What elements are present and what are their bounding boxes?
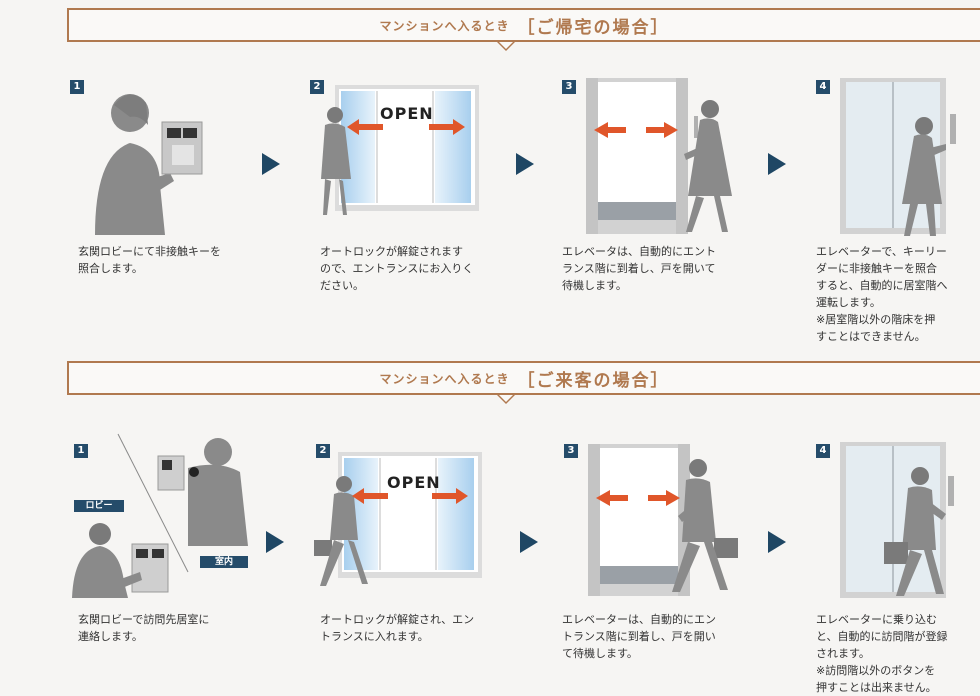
next-arrow-icon bbox=[520, 531, 538, 553]
banner-notch-inner bbox=[499, 42, 513, 49]
step-caption: 玄関ロビーにて非接触キーを 照合します。 bbox=[78, 245, 221, 275]
section-banner-visitor: マンションへ入るとき ［ご来客の場合］ bbox=[67, 361, 980, 395]
open-label: OPEN bbox=[380, 104, 434, 123]
step-number: 3 bbox=[564, 444, 578, 458]
open-label: OPEN bbox=[387, 473, 441, 492]
intercom-call-illustration bbox=[72, 433, 248, 598]
lobby-key-illustration bbox=[95, 94, 203, 235]
next-arrow-icon bbox=[266, 531, 284, 553]
banner-lead: マンションへ入るとき bbox=[379, 18, 510, 33]
step-caption: オートロックが解錠されます ので、エントランスにお入りく ださい。 bbox=[320, 245, 474, 292]
step-number: 1 bbox=[74, 444, 88, 458]
step-caption: 玄関ロビーで訪問先居室に 連絡します。 bbox=[78, 613, 210, 643]
elevator-inside-illustration bbox=[840, 78, 956, 236]
section-banner-return-home: マンションへ入るとき ［ご帰宅の場合］ bbox=[67, 8, 980, 42]
step-caption: オートロックが解錠され、エン トランスに入れます。 bbox=[320, 613, 475, 643]
step-caption: エレベータは、自動的にエント ランス階に到着し、戸を開いて 待機します。 bbox=[562, 245, 716, 292]
step-number: 1 bbox=[70, 80, 84, 94]
next-arrow-icon bbox=[516, 153, 534, 175]
entrance-open-illustration bbox=[314, 452, 482, 586]
step-caption: エレベーターに乗り込む と、自動的に訪問階が登録 されます。 ※訪問階以外のボタ… bbox=[816, 613, 948, 694]
next-arrow-icon bbox=[768, 153, 786, 175]
step-number: 4 bbox=[816, 444, 830, 458]
entrance-open-illustration bbox=[321, 85, 479, 215]
room-tag: 室内 bbox=[200, 556, 248, 568]
step-number: 3 bbox=[562, 80, 576, 94]
next-arrow-icon bbox=[768, 531, 786, 553]
next-arrow-icon bbox=[262, 153, 280, 175]
elevator-inside-illustration bbox=[840, 442, 954, 598]
elevator-waiting-illustration bbox=[586, 78, 732, 234]
step-number: 2 bbox=[316, 444, 330, 458]
banner-lead: マンションへ入るとき bbox=[379, 371, 510, 386]
banner-title: ［ご帰宅の場合］ bbox=[517, 17, 670, 38]
step-caption: エレベーターで、キーリー ダーに非接触キーを照合 すると、自動的に居室階へ 運転… bbox=[816, 245, 948, 343]
banner-notch-inner bbox=[499, 395, 513, 402]
step-caption: エレベーターは、自動的にエン トランス階に到着し、戸を開い て待機します。 bbox=[562, 613, 716, 660]
step-number: 4 bbox=[816, 80, 830, 94]
step-number: 2 bbox=[310, 80, 324, 94]
banner-title: ［ご来客の場合］ bbox=[517, 370, 670, 391]
lobby-tag: ロビー bbox=[74, 500, 124, 512]
elevator-waiting-illustration bbox=[588, 444, 738, 596]
